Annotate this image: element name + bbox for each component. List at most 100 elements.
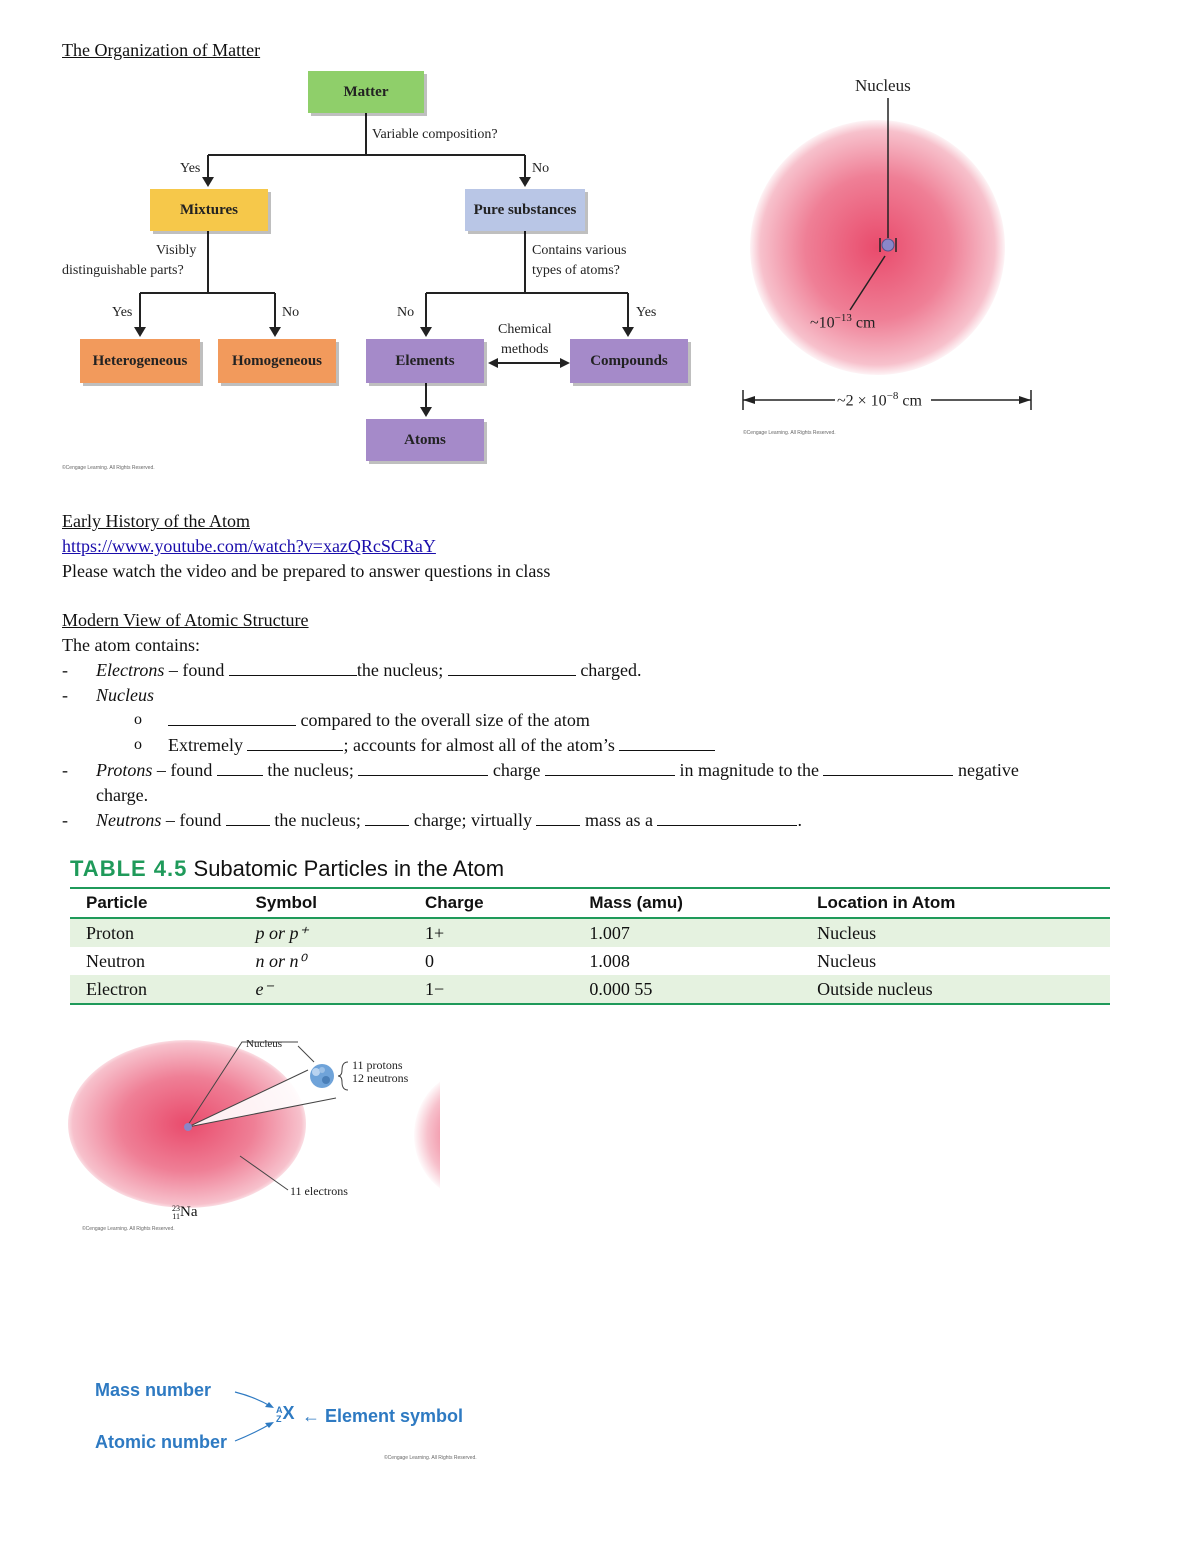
notation-arrows — [234, 1391, 274, 1442]
table-row: Neutron n or n⁰ 0 1.008 Nucleus — [70, 947, 1110, 975]
table-header-row: Particle Symbol Charge Mass (amu) Locati… — [70, 887, 1110, 919]
notation-credit: ©Cengage Learning. All Rights Reserved. — [384, 1455, 477, 1461]
sub-bullet: o — [134, 736, 142, 753]
blank-field[interactable] — [447, 658, 576, 676]
mass-number-label: Mass number — [95, 1380, 212, 1400]
atom-contains-intro: The atom contains: — [62, 635, 200, 655]
nucleus-size-line: compared to the overall size of the atom — [168, 708, 590, 732]
table-cell: 1− — [409, 975, 574, 1005]
electrons-line: Electrons – found the nucleus; charged. — [96, 658, 642, 680]
atom-size-label: ~2 × 10−8 cm — [837, 390, 922, 410]
blank-field[interactable] — [544, 758, 675, 776]
table-cell: Neutron — [86, 950, 145, 971]
nucleus-size-label: ~10−13 cm — [810, 312, 876, 332]
dash-bullet: - — [62, 660, 68, 680]
nucleus-line: Nucleus — [96, 685, 154, 705]
table-cell: Outside nucleus — [801, 975, 1110, 1005]
blank-field[interactable] — [247, 733, 344, 751]
video-instruction: Please watch the video and be prepared t… — [62, 561, 551, 581]
table-cell: 0 — [425, 950, 435, 971]
early-history-heading: Early History of the Atom — [62, 511, 250, 531]
youtube-link[interactable]: https://www.youtube.com/watch?v=xazQRcSC… — [62, 536, 436, 556]
sodium-lines — [184, 1041, 349, 1191]
subatomic-particles-table: Particle Symbol Charge Mass (amu) Locati… — [70, 887, 1110, 1005]
blank-field[interactable] — [216, 758, 263, 776]
sodium-credit: ©Cengage Learning. All Rights Reserved. — [82, 1226, 175, 1232]
types-of-atoms-label: types of atoms? — [532, 263, 620, 278]
organization-heading: The Organization of Matter — [62, 40, 261, 60]
table-row: Electron e⁻ 1− 0.000 55 Outside nucleus — [70, 975, 1110, 1005]
compounds-box: Compounds — [570, 339, 688, 383]
blank-field[interactable] — [365, 808, 410, 826]
table-header: Particle — [70, 887, 240, 919]
homogeneous-box: Homogeneous — [218, 339, 336, 383]
table-cell: Electron — [70, 975, 240, 1005]
heterogeneous-box: Heterogeneous — [80, 339, 200, 383]
table-cell: Proton — [70, 918, 240, 947]
protons-line-continued: charge. — [96, 785, 149, 805]
blank-field[interactable] — [228, 658, 357, 676]
sub-bullet: o — [134, 711, 142, 728]
table-cell: e⁻ — [239, 975, 410, 1005]
blank-field[interactable] — [358, 758, 489, 776]
contains-various-label: Contains various — [532, 243, 627, 258]
table-cell: 1.007 — [573, 918, 802, 947]
nucleus-mass-line: Extremely ; accounts for almost all of t… — [168, 733, 716, 757]
flowchart-connectors — [134, 113, 634, 417]
blank-field[interactable] — [823, 758, 954, 776]
table-row: Proton p or p⁺ 1+ 1.007 Nucleus — [70, 918, 1110, 947]
atom-size-figure: Nucleus ~10−13 cm ~2 × 10−8 cm ©Cengage … — [735, 70, 1055, 440]
sodium-atom-figure: Nucleus 11 protons 12 neutrons 11 electr… — [60, 1030, 440, 1235]
table-title: TABLE 4.5 Subatomic Particles in the Ato… — [70, 856, 505, 881]
table-cell: p or p⁺ — [239, 918, 410, 947]
modern-view-heading: Modern View of Atomic Structure — [62, 610, 309, 630]
yes-mixtures-label: Yes — [180, 161, 201, 176]
matter-box: Matter — [308, 71, 424, 113]
matter-flowchart: Matter Mixtures Pure substances Heteroge… — [60, 65, 700, 485]
blank-field[interactable] — [619, 733, 716, 751]
no-pure-label: No — [532, 161, 550, 176]
table-header: Symbol — [239, 887, 410, 919]
table-header: Mass (amu) — [573, 887, 802, 919]
nucleus-label: Nucleus — [855, 76, 911, 95]
table-cell: 1+ — [409, 918, 574, 947]
sodium-nucleus-label: Nucleus — [246, 1038, 283, 1050]
table-cell: 1.008 — [589, 950, 630, 971]
blank-field[interactable] — [536, 808, 581, 826]
pure-substances-box: Pure substances — [465, 189, 585, 231]
table-cell: Nucleus — [801, 918, 1110, 947]
table-cell: n or n⁰ — [255, 950, 306, 971]
protons-line: Protons – found the nucleus; charge in m… — [96, 758, 1019, 780]
atom-size-lines — [742, 98, 1032, 410]
table-cell: 0.000 55 — [573, 975, 802, 1005]
yes-heterogeneous-label: Yes — [112, 305, 133, 320]
dash-bullet: - — [62, 760, 68, 780]
variable-composition-label: Variable composition? — [372, 127, 498, 142]
atomic-number-label: Atomic number — [95, 1432, 228, 1452]
table-header: Location in Atom — [801, 887, 1110, 919]
flowchart-credit: ©Cengage Learning. All Rights Reserved. — [62, 465, 155, 471]
elements-box: Elements — [366, 339, 484, 383]
blank-field[interactable] — [168, 708, 296, 726]
no-elements-label: No — [397, 305, 415, 320]
mixtures-box: Mixtures — [150, 189, 268, 231]
visibly-label: Visibly — [156, 243, 197, 258]
yes-compounds-label: Yes — [636, 305, 657, 320]
methods-label: methods — [501, 342, 549, 357]
dash-bullet: - — [62, 685, 68, 705]
electrons-count-label: 11 electrons — [290, 1184, 348, 1198]
table-cell: Nucleus — [817, 950, 877, 971]
electron-cloud — [750, 120, 1005, 375]
atoms-box: Atoms — [366, 419, 484, 461]
no-homogeneous-label: No — [282, 305, 300, 320]
protons-count-label: 11 protons — [352, 1058, 403, 1072]
table-header: Charge — [409, 887, 574, 919]
neutrons-count-label: 12 neutrons — [352, 1071, 409, 1085]
atom-size-credit: ©Cengage Learning. All Rights Reserved. — [743, 430, 836, 436]
chemical-label: Chemical — [498, 322, 552, 337]
blank-field[interactable] — [657, 808, 798, 826]
blank-field[interactable] — [225, 808, 270, 826]
